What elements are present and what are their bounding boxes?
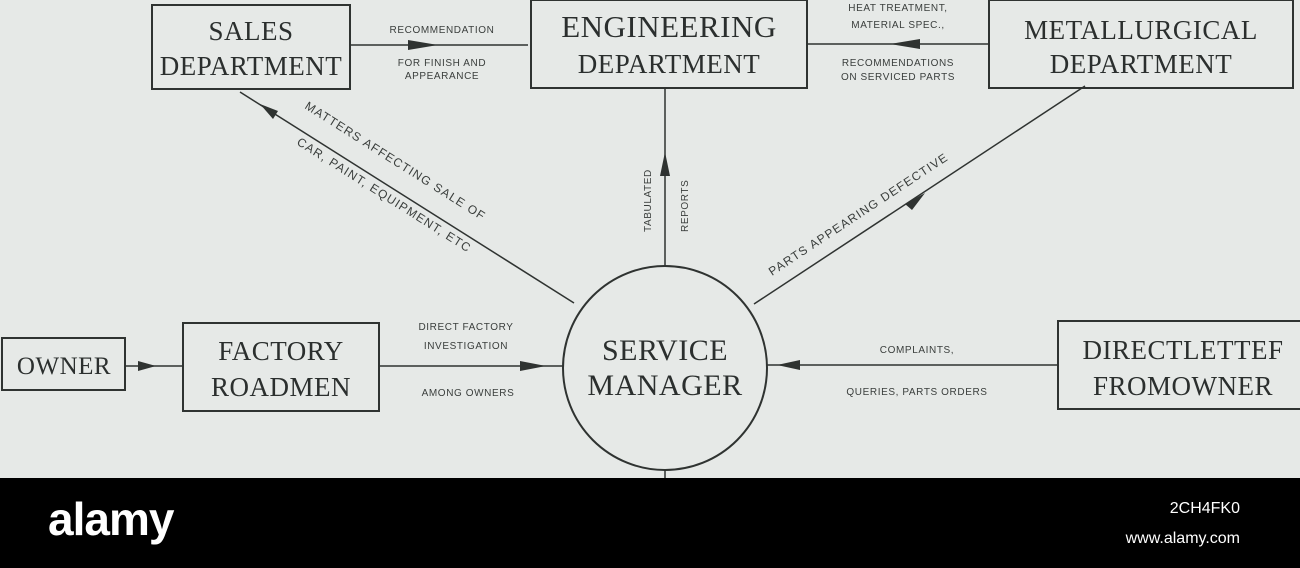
metallurgical-department-box: METALLURGICAL DEPARTMENT: [988, 0, 1294, 89]
service-to-engineering-arrow: [660, 88, 670, 266]
recommendations-label: RECOMMENDATIONS: [842, 58, 954, 69]
engineering-box-line2: DEPARTMENT: [578, 49, 760, 79]
direct-box-line2: FROMOWNER: [1093, 371, 1273, 401]
factory-to-service-arrow: [379, 361, 563, 371]
queries-label: QUERIES, PARTS ORDERS: [846, 387, 987, 398]
sales-department-box: SALES DEPARTMENT: [151, 4, 351, 90]
finish-label-line1: FOR FINISH AND: [398, 58, 486, 69]
owner-to-factory-arrow: [125, 361, 183, 371]
watermark-footer: [0, 478, 1300, 568]
service-manager-circle: SERVICE MANAGER: [562, 265, 768, 471]
sales-box-line1: SALES: [208, 16, 293, 46]
parts-defective-label: PARTS APPEARING DEFECTIVE: [766, 150, 951, 279]
image-id: 2CH4FK0: [1169, 500, 1240, 517]
reports-label: REPORTS: [680, 180, 691, 232]
among-owners-label: AMONG OWNERS: [422, 388, 515, 399]
engineering-department-box: ENGINEERING DEPARTMENT: [530, 0, 808, 89]
direct-factory-label: DIRECT FACTORY: [418, 322, 513, 333]
scanned-page: [0, 0, 1300, 478]
site-url: www.alamy.com: [1125, 530, 1240, 547]
owner-box-label: OWNER: [17, 353, 111, 380]
complaints-label: COMPLAINTS,: [880, 345, 954, 356]
heat-treatment-label: HEAT TREATMENT,: [848, 3, 947, 14]
alamy-logo: alamy: [48, 493, 174, 545]
serviced-parts-label: ON SERVICED PARTS: [841, 72, 955, 83]
factory-box-line2: ROADMEN: [211, 372, 351, 402]
flow-diagram: SALES DEPARTMENT ENGINEERING DEPARTMENT …: [1, 0, 1300, 478]
material-spec-label: MATERIAL SPEC.,: [851, 20, 944, 31]
service-to-metallurgical-arrow: [753, 85, 1086, 305]
investigation-label: INVESTIGATION: [424, 341, 508, 352]
direct-box-line1: DIRECTLETTEF: [1083, 335, 1284, 365]
recommendation-label: RECOMMENDATION: [390, 25, 495, 36]
metallurgical-box-line1: METALLURGICAL: [1024, 15, 1258, 45]
owner-box: OWNER: [1, 337, 126, 391]
engineering-box-line1: ENGINEERING: [561, 9, 777, 44]
metallurgical-to-engineering-arrow: [807, 39, 989, 49]
sales-box-line2: DEPARTMENT: [160, 51, 342, 81]
factory-roadmen-box: FACTORY ROADMEN: [182, 322, 380, 412]
tabulated-label: TABULATED: [643, 169, 654, 232]
service-circle-line1: SERVICE: [602, 334, 728, 367]
factory-box-line1: FACTORY: [218, 336, 344, 366]
finish-label-line2: APPEARANCE: [405, 71, 479, 82]
service-circle-line2: MANAGER: [587, 369, 742, 402]
sales-to-engineering-arrow: [350, 40, 528, 50]
direct-letter-box: DIRECTLETTEF FROMOWNER: [1057, 320, 1300, 410]
metallurgical-box-line2: DEPARTMENT: [1050, 49, 1232, 79]
service-to-sales-arrow: [239, 91, 575, 304]
letter-to-service-arrow: [767, 360, 1058, 370]
